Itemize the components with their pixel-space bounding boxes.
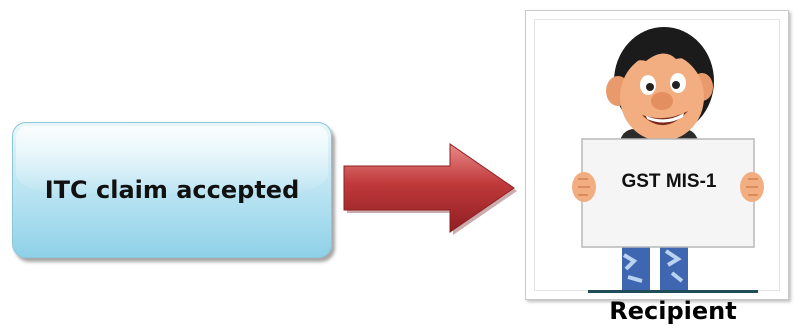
recipient-caption: Recipient: [588, 290, 758, 327]
sign-text: GST MIS-1: [621, 171, 717, 192]
itc-claim-box: ITC claim accepted: [12, 122, 332, 258]
itc-claim-label: ITC claim accepted: [44, 176, 300, 204]
cartoon-boy-holding-sign: [572, 27, 764, 291]
recipient-picture-frame: [525, 10, 789, 300]
arrow-right-icon: [343, 143, 517, 235]
